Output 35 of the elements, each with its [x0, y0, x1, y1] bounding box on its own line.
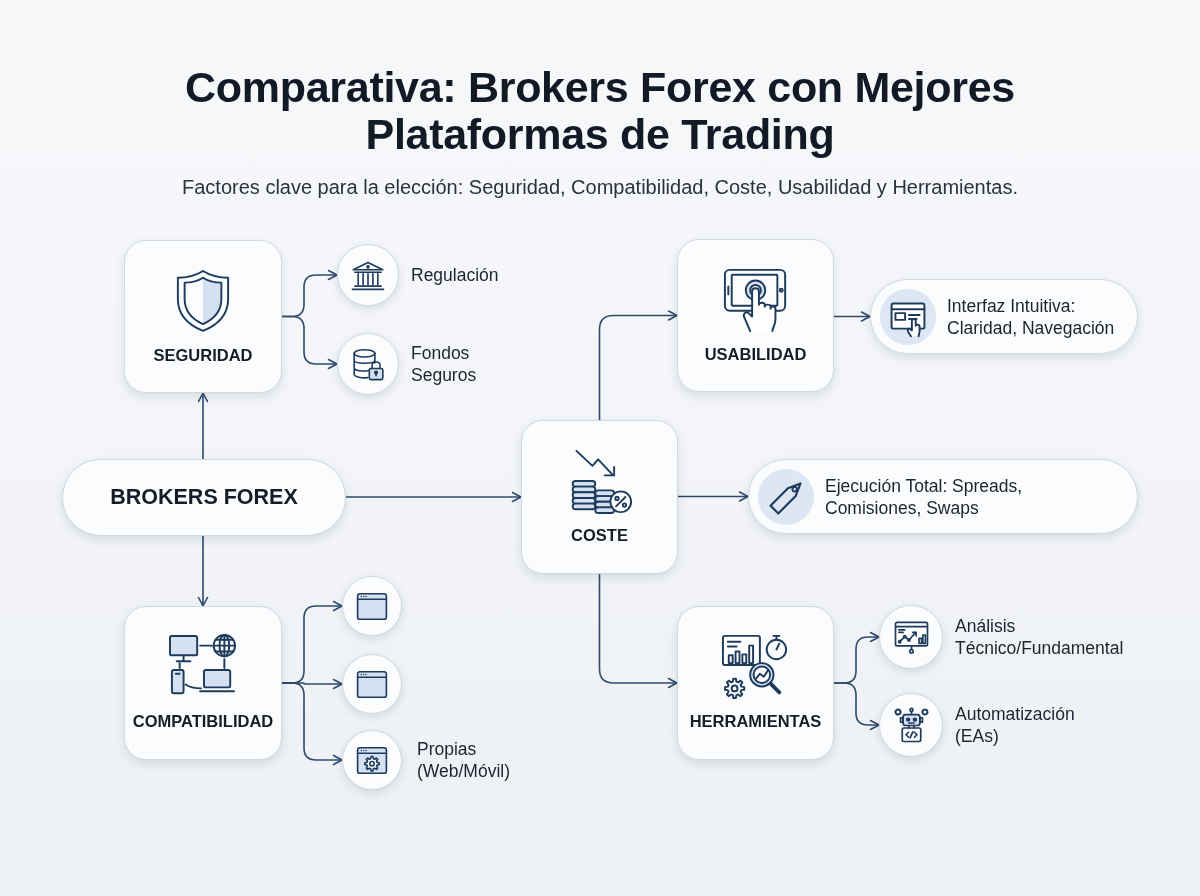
arrow — [197, 535, 209, 607]
info-text: Interfaz Intuitiva: Claridad, Navegación — [947, 294, 1116, 339]
arrow — [281, 315, 338, 370]
category-label: HERRAMIENTAS — [688, 711, 823, 731]
category-card — [677, 606, 834, 760]
arrow — [598, 310, 678, 421]
item-label: Automatización (EAs) — [955, 703, 1076, 747]
category-label: SEGURIDAD — [152, 345, 254, 365]
arrow — [833, 311, 871, 322]
arrow — [677, 491, 749, 502]
item-circle — [342, 576, 402, 636]
item-label: Fondos Seguros — [411, 342, 478, 386]
info-pill — [748, 459, 1138, 534]
arrow — [281, 682, 343, 766]
topic-pill — [62, 459, 346, 536]
item-label: Análisis Técnico/Fundamental — [955, 615, 1125, 659]
category-card — [521, 420, 678, 574]
arrow — [598, 573, 678, 689]
info-text: Ejecución Total: Spreads, Comisiones, Swaps — [825, 474, 1024, 519]
item-label: Regulación — [411, 264, 500, 286]
category-label: COSTE — [570, 525, 629, 545]
topic-label: BROKERS FOREX — [110, 485, 298, 510]
category-label: USABILIDAD — [703, 344, 808, 364]
title: Comparativa: Brokers Forex con Mejores Plataformas de Trading — [184, 64, 1016, 158]
arrow — [833, 682, 880, 731]
category-card — [677, 239, 834, 392]
item-label: Propias (Web/Móvil) — [417, 738, 512, 782]
category-card — [124, 606, 282, 760]
category-card — [124, 240, 282, 393]
arrow — [345, 491, 522, 503]
subtitle: Factores clave para la elección: Seguridad, Compatibilidad, Coste, Usabilidad y Herramientas. — [181, 175, 1019, 199]
category-label: COMPATIBILIDAD — [131, 711, 275, 731]
arrow — [197, 392, 209, 460]
item-circle — [342, 654, 402, 714]
info-pill — [870, 279, 1138, 354]
